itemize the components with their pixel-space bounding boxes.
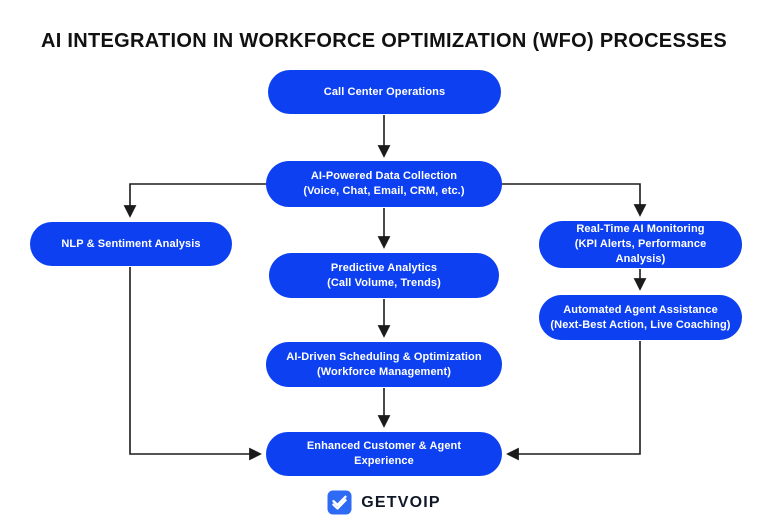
node-label-line: Real-Time AI Monitoring (576, 223, 705, 235)
node-predictive-analytics: Predictive Analytics (Call Volume, Trend… (269, 253, 499, 298)
node-real-time-ai-monitoring: Real-Time AI Monitoring (KPI Alerts, Per… (539, 221, 742, 268)
connector-collection-to-realtime (502, 183, 647, 217)
node-label-line: (Workforce Management) (316, 365, 452, 378)
node-label-line: (KPI Alerts, Performance Analysis) (574, 238, 707, 265)
node-label-line: Predictive Analytics (330, 261, 438, 274)
brand-name: GETVOIP (361, 493, 441, 511)
connector-automated-to-enhanced (506, 341, 641, 461)
node-label-line: Call Center Operations (323, 85, 446, 98)
node-label-line: NLP & Sentiment Analysis (61, 237, 201, 250)
node-nlp-sentiment-analysis: NLP & Sentiment Analysis (30, 222, 232, 266)
node-label-line: AI-Powered Data Collection (310, 170, 458, 182)
node-automated-agent-assistance: Automated Agent Assistance (Next-Best Ac… (539, 295, 742, 340)
node-label-line: (Voice, Chat, Email, CRM, etc.) (303, 185, 465, 197)
node-ai-driven-scheduling: AI-Driven Scheduling & Optimization (Wor… (266, 342, 502, 387)
footer-brand: GETVOIP (0, 490, 768, 515)
node-call-center-operations: Call Center Operations (268, 70, 501, 114)
node-label-line: Enhanced Customer & Agent Experience (306, 440, 462, 467)
page-title: AI INTEGRATION IN WORKFORCE OPTIMIZATION… (40, 30, 728, 52)
node-label-line: Automated Agent Assistance (563, 303, 718, 316)
node-label-line: AI-Driven Scheduling & Optimization (286, 350, 482, 363)
node-ai-powered-data-collection: AI-Powered Data Collection (Voice, Chat,… (266, 161, 502, 207)
node-enhanced-experience: Enhanced Customer & Agent Experience (266, 432, 502, 476)
node-label-line: (Next-Best Action, Live Coaching) (550, 318, 731, 331)
connector-collection-to-nlp (123, 183, 266, 218)
connector-nlp-to-enhanced (129, 267, 262, 461)
double-check-icon (327, 490, 352, 515)
node-label-line: (Call Volume, Trends) (327, 276, 441, 289)
